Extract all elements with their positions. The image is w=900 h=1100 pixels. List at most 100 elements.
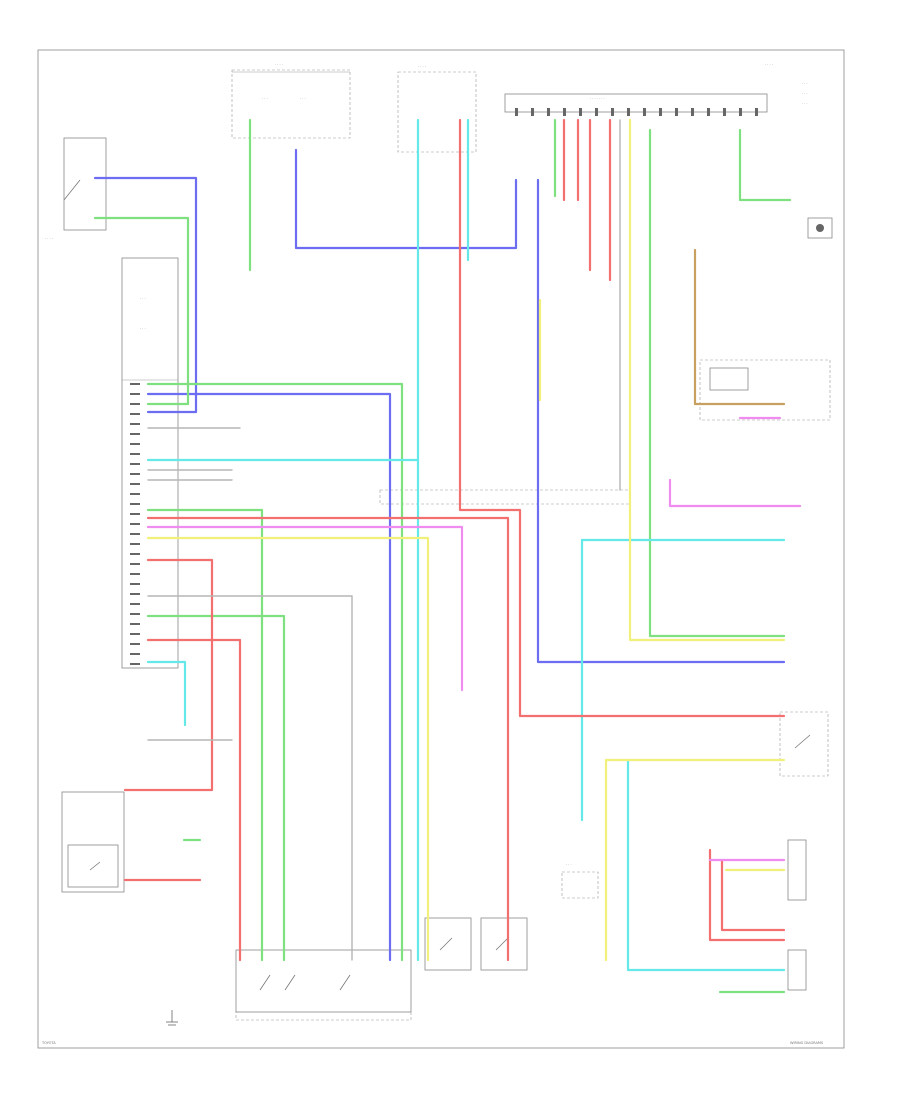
ecu-pin bbox=[130, 653, 140, 655]
ecu-pin bbox=[130, 463, 140, 465]
right-bottom-connector bbox=[787, 839, 807, 991]
top-connector-pin bbox=[739, 108, 742, 116]
ecu-pin bbox=[130, 633, 140, 635]
ecu-pin bbox=[130, 623, 140, 625]
ecu-pin bbox=[130, 423, 140, 425]
svg-text:· · · · · · ·: · · · · · · · bbox=[590, 97, 604, 101]
top-connector-pin bbox=[547, 108, 550, 116]
top-connector-pin bbox=[627, 108, 630, 116]
top-connector-pin bbox=[755, 108, 758, 116]
ecu-pin bbox=[130, 533, 140, 535]
blue-wire-3 bbox=[536, 178, 786, 664]
door-lock-assembly-right bbox=[699, 359, 831, 421]
ecu-pin bbox=[130, 453, 140, 455]
ecu-pin bbox=[130, 663, 140, 665]
top-connector-pin bbox=[643, 108, 646, 116]
svg-text:· · ·: · · · bbox=[140, 297, 146, 301]
orange-wire-42 bbox=[693, 248, 786, 406]
wire-harness bbox=[93, 118, 802, 994]
svg-text:· · ·: · · · bbox=[262, 97, 268, 101]
green-wire-11 bbox=[648, 128, 786, 638]
red-wire-21 bbox=[458, 118, 786, 718]
pink-wire-33 bbox=[668, 478, 802, 508]
top-connector-pin bbox=[707, 108, 710, 116]
pink-wire-32 bbox=[146, 525, 464, 692]
ecu-pin bbox=[130, 543, 140, 545]
ecu-pin bbox=[130, 613, 140, 615]
svg-text:· · · ·: · · · · bbox=[275, 63, 283, 67]
door-control-receiver-right bbox=[779, 711, 829, 777]
top-connector-pin bbox=[515, 108, 518, 116]
ecu-pin bbox=[130, 403, 140, 405]
ecu-pin bbox=[130, 513, 140, 515]
ecu-pin bbox=[130, 593, 140, 595]
ecu-pin bbox=[130, 503, 140, 505]
ecu-pin bbox=[130, 583, 140, 585]
door-control-switch-top-left: · · · · bbox=[45, 137, 107, 241]
svg-text:· · ·: · · · bbox=[300, 97, 306, 101]
top-connector-pin bbox=[563, 108, 566, 116]
door-lock-motor-bottom: · · · bbox=[561, 863, 599, 899]
svg-text:· · ·: · · · bbox=[802, 82, 808, 86]
red-wire-22 bbox=[146, 516, 510, 962]
blue-wire-0 bbox=[294, 148, 518, 250]
ecu-pin bbox=[130, 523, 140, 525]
window-lock-switch-assembly bbox=[235, 949, 412, 1021]
svg-text:· · · ·: · · · · bbox=[45, 237, 53, 241]
top-right-note: · · · · · · · · · bbox=[802, 82, 808, 106]
top-connector-pin bbox=[723, 108, 726, 116]
top-connector-pin bbox=[659, 108, 662, 116]
top-connector-block-right: · · · · · · · · · · · bbox=[504, 63, 773, 113]
ecu-pin bbox=[130, 383, 140, 385]
top-junction-box-left: · · · · · · · · · · bbox=[231, 63, 351, 139]
top-connector-pin bbox=[595, 108, 598, 116]
red-wire-29 bbox=[708, 848, 786, 942]
top-connector-pin bbox=[675, 108, 678, 116]
top-junction-box-center: · · · · bbox=[397, 65, 477, 153]
green-wire-10 bbox=[738, 128, 792, 202]
green-wire-6 bbox=[146, 382, 404, 962]
green-wire-8 bbox=[146, 614, 286, 962]
ecu-pin bbox=[130, 473, 140, 475]
green-wire-7 bbox=[146, 508, 264, 962]
grey-wire-46 bbox=[147, 595, 353, 961]
ecu-pin bbox=[130, 413, 140, 415]
ecu-pin bbox=[130, 443, 140, 445]
yellow-wire-36 bbox=[146, 536, 430, 962]
svg-text:· · ·: · · · bbox=[802, 102, 808, 106]
ecu-pin bbox=[130, 563, 140, 565]
right-power-window-switch bbox=[480, 917, 528, 971]
svg-text:· · · ·: · · · · bbox=[765, 63, 773, 67]
ecu-pin bbox=[130, 433, 140, 435]
yellow-wire-37 bbox=[628, 118, 786, 642]
svg-text:· · ·: · · · bbox=[566, 863, 572, 867]
corner-label-right: WIRING DIAGRAMS bbox=[790, 1041, 824, 1045]
left-power-window-switch bbox=[424, 917, 472, 971]
door-lock-switch-right-top bbox=[807, 217, 833, 239]
ecu-pin bbox=[130, 603, 140, 605]
red-wire-24 bbox=[146, 638, 242, 962]
bottom-left-ground bbox=[166, 1010, 178, 1026]
cyan-wire-16 bbox=[146, 660, 187, 727]
ecu-pin bbox=[130, 553, 140, 555]
power-window-switch-left bbox=[61, 791, 125, 893]
green-wire-5 bbox=[93, 216, 190, 406]
red-wire-30 bbox=[720, 858, 786, 932]
main-ecu-connector: · · · · · · bbox=[121, 257, 179, 669]
wire-connectors bbox=[130, 108, 758, 665]
top-connector-pin bbox=[611, 108, 614, 116]
cyan-wire-19 bbox=[626, 758, 786, 972]
ecu-pin bbox=[130, 643, 140, 645]
svg-text:· · · ·: · · · · bbox=[418, 65, 426, 69]
ecu-pin bbox=[130, 573, 140, 575]
ecu-pin bbox=[130, 393, 140, 395]
top-connector-pin bbox=[691, 108, 694, 116]
corner-label-left: TOYOTA bbox=[41, 1041, 56, 1045]
ecu-pin bbox=[130, 483, 140, 485]
top-connector-pin bbox=[579, 108, 582, 116]
ecu-pin bbox=[130, 493, 140, 495]
blue-wire-2 bbox=[146, 392, 392, 962]
diagram-frame bbox=[37, 49, 845, 1049]
blue-wire-1 bbox=[93, 176, 198, 414]
